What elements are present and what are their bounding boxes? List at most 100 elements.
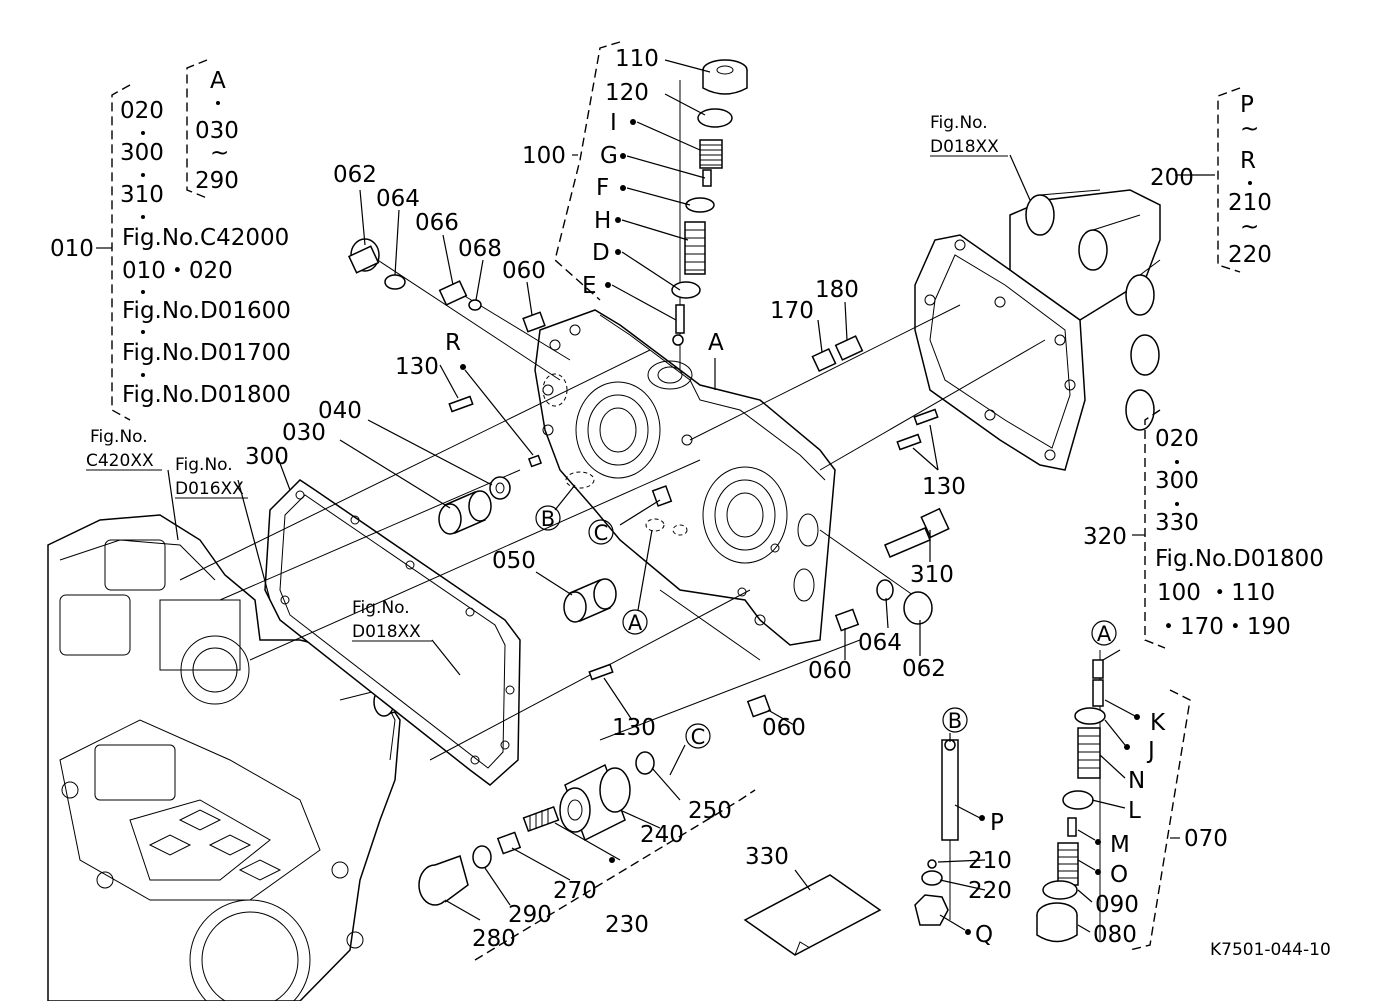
label-080: 080 (1093, 922, 1137, 948)
small-parts (347, 59, 1106, 956)
rear-housing (914, 189, 1161, 471)
label-064: 064 (376, 186, 420, 212)
label-r: R (445, 330, 461, 356)
label-062-right: 062 (902, 656, 946, 682)
group-brackets (111, 41, 1241, 961)
fig-no-label-3: Fig.No. (352, 598, 410, 618)
g010-line3: 310 (120, 182, 164, 208)
label-d: D (592, 240, 610, 266)
label-240: 240 (640, 822, 684, 848)
label-310: 310 (910, 562, 954, 588)
leader-lines (96, 59, 1215, 935)
label-090: 090 (1095, 892, 1139, 918)
label-g: G (600, 143, 618, 169)
drawing-code: K7501-044-10 (1210, 940, 1331, 960)
g010-line1: 020 (120, 98, 164, 124)
label-270: 270 (553, 878, 597, 904)
label-050: 050 (492, 548, 536, 574)
ref-b-circle: B (541, 507, 555, 531)
label-m: M (1110, 832, 1130, 858)
g320-line6: ・170・190 (1157, 614, 1291, 640)
label-210: 210 (968, 848, 1012, 874)
g320-line4: Fig.No.D01800 (1155, 546, 1324, 572)
label-130-right: 130 (922, 474, 966, 500)
ref-a-circle-2: A (1097, 622, 1112, 646)
ref-b-circle-2: B (948, 709, 962, 733)
label-e: E (582, 273, 597, 299)
label-060-right: 060 (808, 658, 852, 684)
label-060-bottom: 060 (762, 715, 806, 741)
label-i: I (610, 110, 617, 136)
label-110: 110 (615, 46, 659, 72)
label-180: 180 (815, 277, 859, 303)
g200-line3: 210 (1228, 190, 1272, 216)
g200-tilde-2: ~ (1240, 214, 1259, 240)
label-o: O (1110, 862, 1128, 888)
label-230: 230 (605, 912, 649, 938)
labels: B C A C A B 110 120 I G F H D E 100 062 … (50, 46, 1331, 960)
label-130: 130 (395, 354, 439, 380)
g320-line1: 020 (1155, 426, 1199, 452)
g010-line6: Fig.No.D01600 (122, 298, 291, 324)
g010-line7: Fig.No.D01700 (122, 340, 291, 366)
gasket-300 (264, 479, 521, 786)
gA-line2: 030 (195, 118, 239, 144)
g200-line4: 220 (1228, 242, 1272, 268)
gA-line3: 290 (195, 168, 239, 194)
fig-d016xx: D016XX (175, 479, 244, 499)
label-064-right: 064 (858, 630, 902, 656)
label-320: 320 (1083, 524, 1127, 550)
label-k: K (1150, 710, 1166, 736)
label-120: 120 (605, 80, 649, 106)
label-030: 030 (282, 420, 326, 446)
label-300: 300 (245, 444, 289, 470)
g320-line5: 100 ・110 (1157, 580, 1275, 606)
g320-line3: 330 (1155, 510, 1199, 536)
label-250: 250 (688, 798, 732, 824)
label-a-top: A (708, 330, 724, 356)
label-100: 100 (522, 143, 566, 169)
label-170: 170 (770, 298, 814, 324)
g200-line2: R (1240, 148, 1256, 174)
label-070: 070 (1184, 826, 1228, 852)
valve-plate (534, 309, 836, 646)
gA-tilde: ~ (210, 140, 229, 166)
fig-d018xx: D018XX (352, 622, 421, 642)
label-290: 290 (508, 902, 552, 928)
g010-line8: Fig.No.D01800 (122, 382, 291, 408)
fig-no-label-2: Fig.No. (175, 455, 233, 475)
g010-line2: 300 (120, 140, 164, 166)
label-q: Q (975, 922, 993, 948)
fig-no-label-1: Fig.No. (90, 427, 148, 447)
label-j: J (1146, 738, 1155, 764)
label-200: 200 (1150, 165, 1194, 191)
label-n: N (1128, 768, 1145, 794)
reference-circles (535, 505, 1117, 749)
label-130-bottom: 130 (612, 715, 656, 741)
label-068: 068 (458, 236, 502, 262)
label-280: 280 (472, 926, 516, 952)
fig-no-label-4: Fig.No. (930, 113, 988, 133)
label-220: 220 (968, 878, 1012, 904)
label-f: F (596, 175, 609, 201)
gA-line1: A (210, 68, 226, 94)
ref-a-circle: A (628, 611, 643, 635)
label-p: P (990, 810, 1004, 836)
g200-tilde-1: ~ (1240, 116, 1259, 142)
g010-line4: Fig.No.C42000 (122, 225, 289, 251)
label-066: 066 (415, 210, 459, 236)
label-330: 330 (745, 844, 789, 870)
label-010: 010 (50, 236, 94, 262)
label-l: L (1128, 798, 1141, 824)
label-060: 060 (502, 258, 546, 284)
g200-line1: P (1240, 92, 1254, 118)
label-040: 040 (318, 398, 362, 424)
ref-c-circle-2: C (691, 725, 706, 749)
g010-line5: 010・020 (122, 258, 233, 284)
g320-line2: 300 (1155, 468, 1199, 494)
label-h: H (594, 208, 611, 234)
label-062: 062 (333, 162, 377, 188)
ref-c-circle: C (594, 521, 609, 545)
